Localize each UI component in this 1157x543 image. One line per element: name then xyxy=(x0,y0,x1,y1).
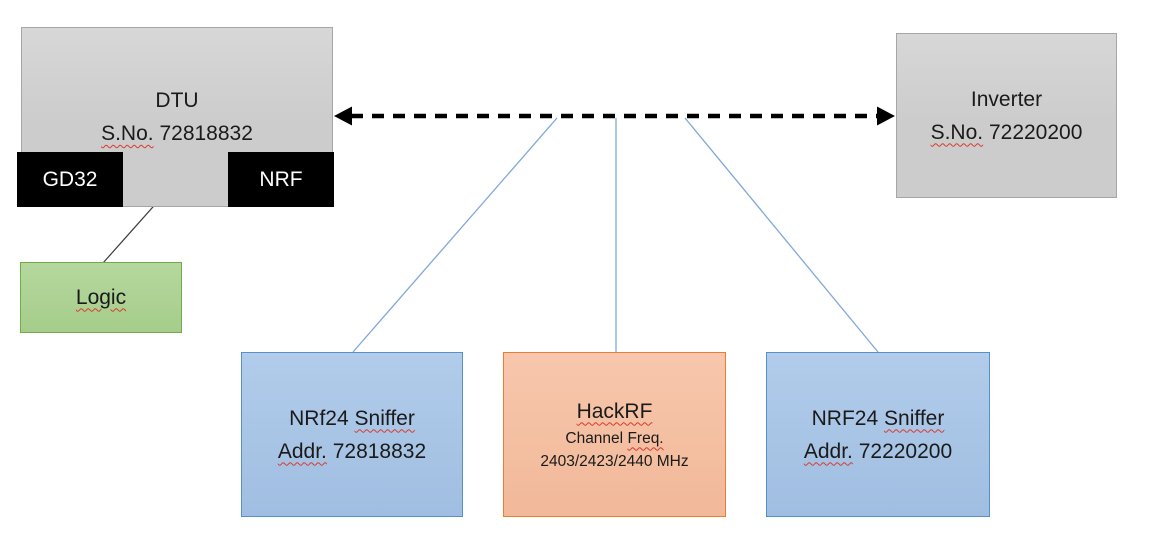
dtu-serial-number: 72818832 xyxy=(159,122,253,145)
inverter-title: Inverter xyxy=(970,87,1043,111)
connector-line-sniffer-right xyxy=(684,117,879,353)
sniffer-right-address: Addr. 72220200 xyxy=(803,439,953,463)
nrf-chip-label: NRF xyxy=(259,167,303,191)
dtu-serial-label: S.No. xyxy=(101,122,154,145)
hackrf-title: HackRF xyxy=(576,399,653,423)
hackrf-box: HackRF Channel Freq. 2403/2423/2440 MHz xyxy=(503,352,726,517)
nrf-chip: NRF xyxy=(228,152,334,207)
gd32-chip: GD32 xyxy=(17,152,123,207)
sniffer-left-box: NRf24 Sniffer Addr. 72818832 xyxy=(241,352,463,517)
hackrf-channel-label: Channel Freq. xyxy=(565,429,664,447)
logic-label: Logic xyxy=(75,285,127,309)
dashed-arrowhead-left xyxy=(334,106,352,126)
dashed-arrowhead-right xyxy=(877,106,895,126)
dtu-serial: S.No. 72818832 xyxy=(101,117,253,150)
gd32-chip-label: GD32 xyxy=(42,167,98,191)
inverter-serial-number: 72220200 xyxy=(988,120,1083,144)
inverter-serial-label: S.No. xyxy=(930,120,984,144)
sniffer-right-name: NRF24 Sniffer xyxy=(811,406,945,430)
dtu-title: DTU xyxy=(155,89,199,112)
inverter-serial: S.No. 72220200 xyxy=(931,116,1083,149)
sniffer-right-box: NRF24 Sniffer Addr. 72220200 xyxy=(766,352,990,517)
connector-line-sniffer-left xyxy=(352,117,558,353)
sniffer-left-address: Addr. 72818832 xyxy=(277,439,427,463)
inverter-box: Inverter S.No. 72220200 xyxy=(896,33,1117,198)
hackrf-frequencies: 2403/2423/2440 MHz xyxy=(540,452,689,470)
sniffer-left-name: NRf24 Sniffer xyxy=(289,406,415,430)
logic-box: Logic xyxy=(20,262,182,333)
